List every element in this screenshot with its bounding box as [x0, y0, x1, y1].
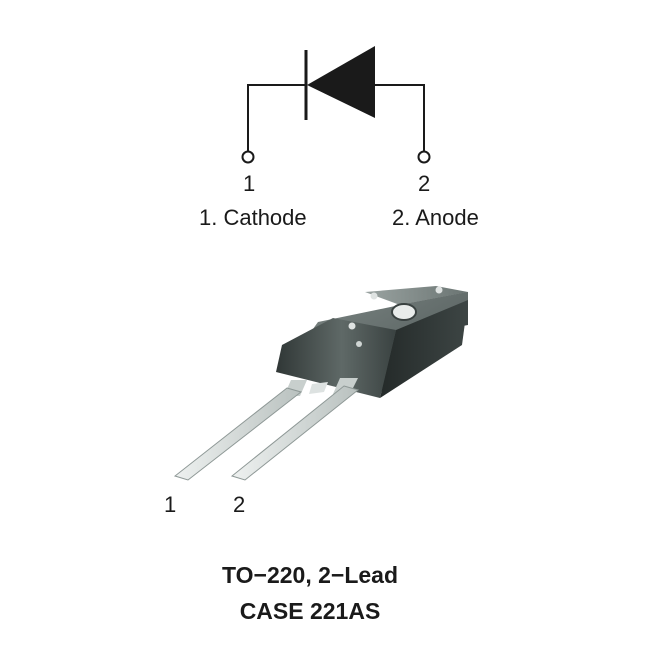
pin2-label: 2. Anode	[392, 205, 479, 230]
diode-triangle	[307, 46, 375, 118]
anode-wire	[374, 84, 425, 151]
pin1-number: 1	[243, 171, 256, 196]
package-side-face	[380, 300, 468, 398]
pin2-terminal	[417, 150, 431, 164]
mounting-hole	[391, 303, 417, 321]
package-caption-line1: TO−220, 2−Lead	[221, 562, 398, 588]
lead-2	[230, 385, 360, 481]
to220-package	[173, 286, 468, 481]
pin1-label: 1. Cathode	[199, 205, 307, 230]
pin2-number: 2	[418, 171, 431, 196]
package-front-face	[276, 318, 396, 398]
package-caption-line2: CASE 221AS	[239, 598, 381, 624]
lead1-number: 1	[164, 492, 177, 517]
lead2-number: 2	[233, 492, 246, 517]
pin1-terminal	[241, 150, 255, 164]
cathode-wire	[247, 84, 306, 151]
lead-1	[173, 387, 303, 481]
